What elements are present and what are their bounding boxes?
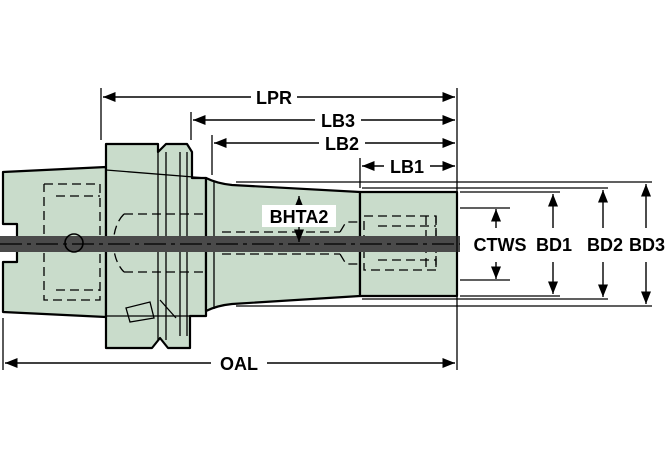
hidden-features [43,183,437,301]
label-lpr: LPR [256,88,292,108]
label-lb2: LB2 [325,134,359,154]
drive-hole [64,233,84,253]
label-lb1: LB1 [390,157,424,177]
label-oal: OAL [220,354,258,374]
label-bd2: BD2 [587,235,623,255]
label-bd3: BD3 [629,235,665,255]
label-ctws: CTWS [474,235,527,255]
label-lb3: LB3 [321,111,355,131]
label-bd1: BD1 [536,235,572,255]
extension-lines [2,88,652,370]
label-bhta2: BHTA2 [270,207,329,227]
